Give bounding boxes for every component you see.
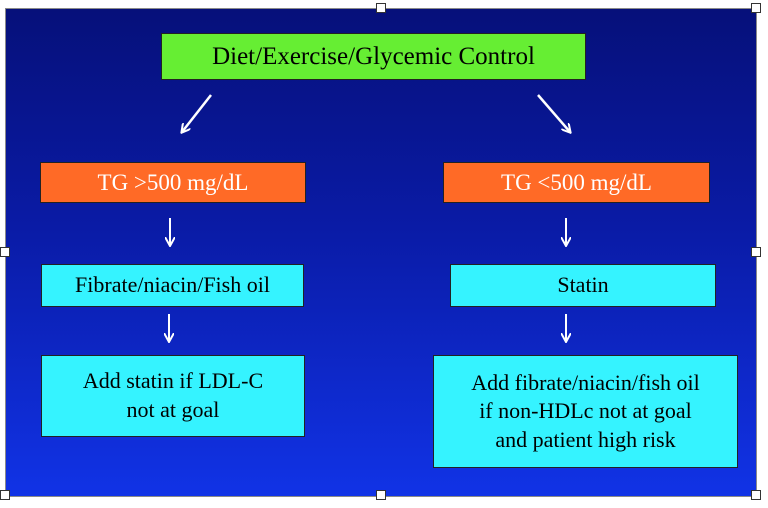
arrow-top-right <box>537 94 570 132</box>
right-addon-box: Add fibrate/niacin/fish oil if non-HDLc … <box>433 355 738 468</box>
resize-handle-bottom-right[interactable] <box>751 490 761 500</box>
resize-handle-bottom[interactable] <box>376 490 386 500</box>
resize-handle-top[interactable] <box>376 3 386 13</box>
resize-handle-left[interactable] <box>0 247 10 257</box>
right-therapy-box: Statin <box>450 264 716 307</box>
right-condition-box: TG <500 mg/dL <box>443 162 710 203</box>
left-addon-box: Add statin if LDL-C not at goal <box>41 355 305 437</box>
resize-handle-right[interactable] <box>751 247 761 257</box>
diet-exercise-box: Diet/Exercise/Glycemic Control <box>161 33 586 80</box>
left-therapy-box: Fibrate/niacin/Fish oil <box>41 264 304 307</box>
arrow-top-left <box>182 94 212 132</box>
resize-handle-bottom-left[interactable] <box>0 490 10 500</box>
left-condition-box: TG >500 mg/dL <box>40 162 306 203</box>
resize-handle-top-right[interactable] <box>751 3 761 13</box>
